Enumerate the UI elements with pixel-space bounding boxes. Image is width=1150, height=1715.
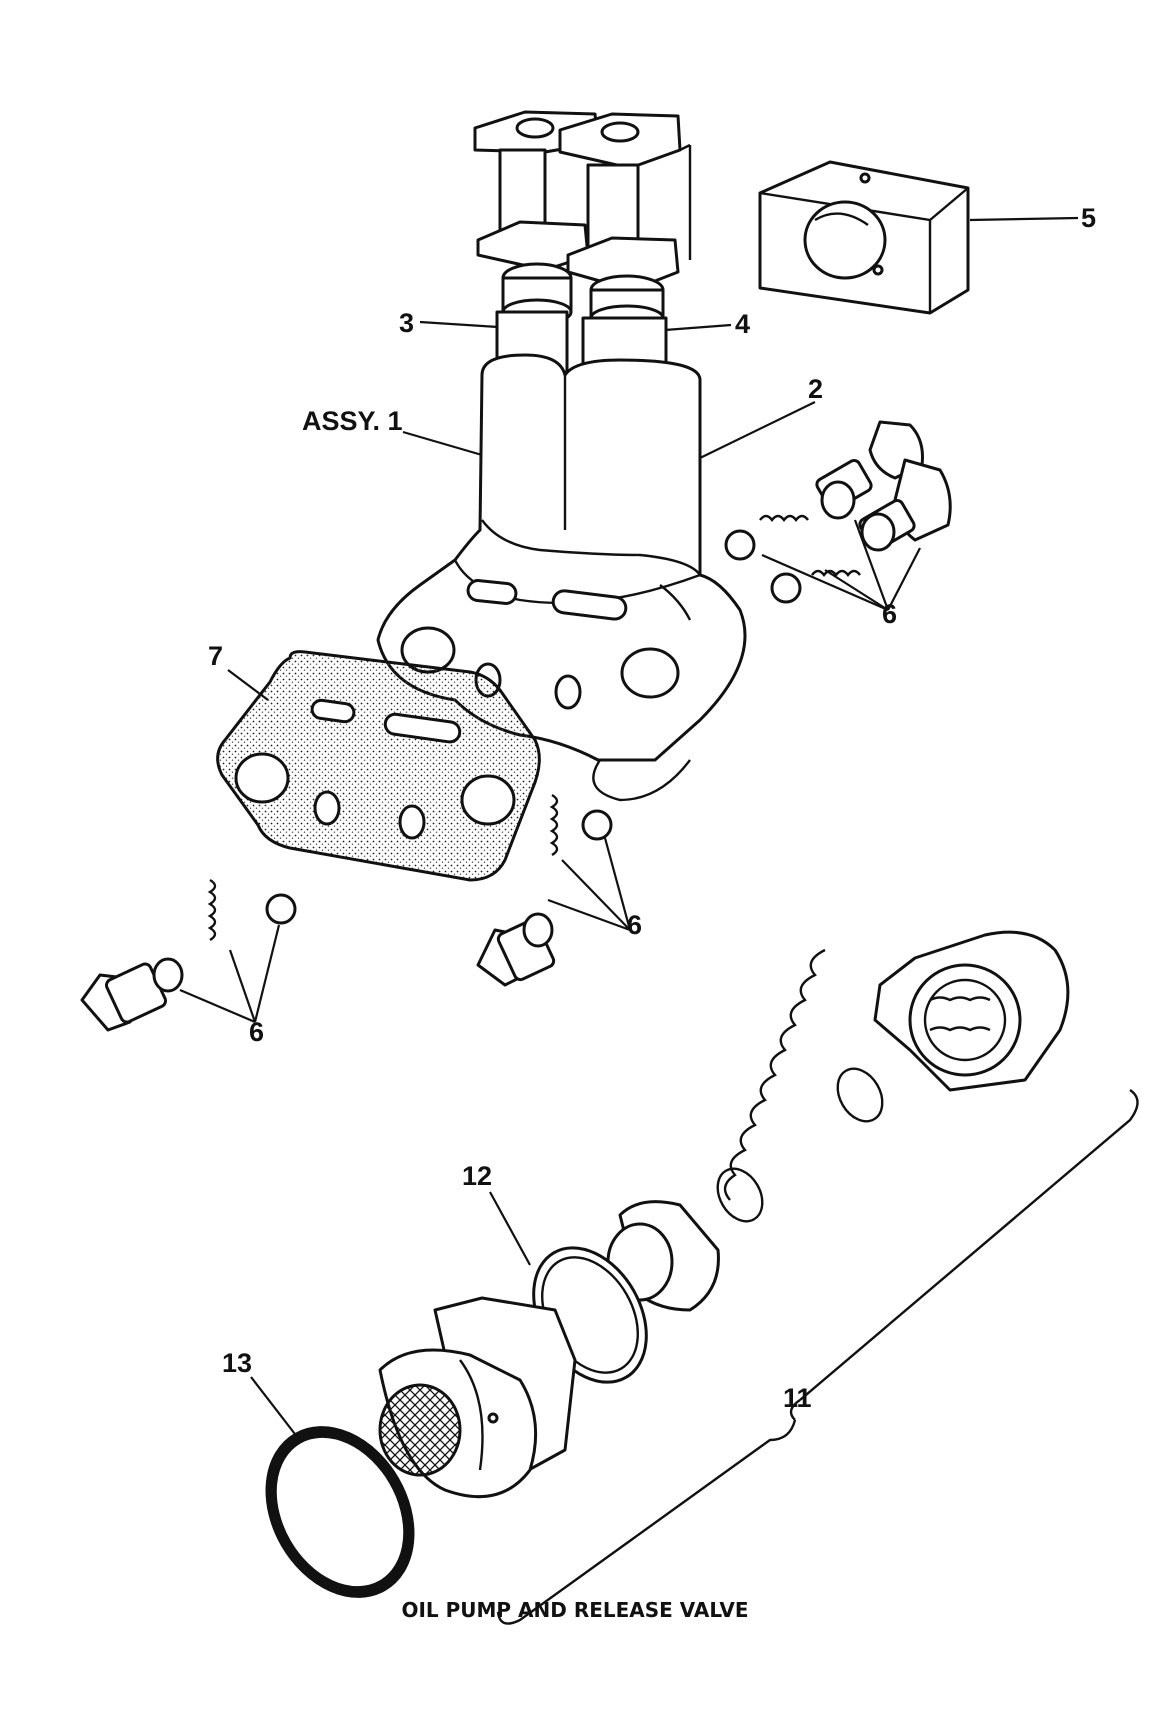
part-6-valve-set-upper: [724, 420, 952, 612]
pump-brackets-and-plungers: [473, 110, 692, 380]
label-part-3: 3: [399, 308, 414, 338]
label-part-6-upper: 6: [882, 599, 897, 629]
part-13-o-ring: [265, 1426, 415, 1598]
diagram-caption: OIL PUMP AND RELEASE VALVE: [401, 1598, 749, 1622]
part-11-relief-valve: [378, 930, 1139, 1625]
pump-body: [376, 353, 747, 802]
label-part-4: 4: [735, 309, 750, 339]
label-part-6-lower: 6: [249, 1017, 264, 1047]
part-5-block: [758, 160, 970, 315]
leader-lines: [227, 216, 1079, 1439]
part-6-valve-set-middle: [476, 793, 632, 987]
label-part-2: 2: [808, 374, 823, 404]
label-part-11: 11: [783, 1383, 812, 1413]
label-part-12: 12: [462, 1161, 492, 1191]
label-part-7: 7: [208, 641, 223, 671]
label-assy-1: ASSY. 1: [302, 406, 403, 436]
part-7-gasket: [216, 650, 541, 882]
part-labels: 5 3 4 2 ASSY. 1 6 7 6 6 12 13 11: [208, 203, 1096, 1413]
label-part-13: 13: [222, 1348, 252, 1378]
label-part-5: 5: [1081, 203, 1096, 233]
part-6-valve-set-lower: [80, 878, 297, 1032]
label-part-6-middle: 6: [627, 910, 642, 940]
